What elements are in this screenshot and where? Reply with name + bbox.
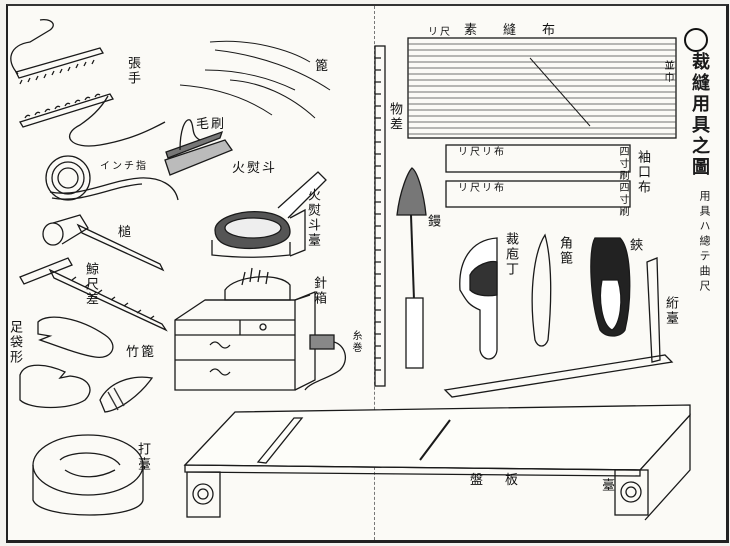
label-itomaki: 糸巻	[350, 330, 361, 354]
tabi-pattern-illustration	[19, 316, 114, 409]
monosashi-illustration	[374, 45, 386, 387]
label-saiban: 盤板	[470, 473, 541, 488]
label-sode-kuchi-nuno: 袖口布	[635, 150, 650, 195]
label-harabako: 針箱	[311, 276, 326, 306]
saiban-illustration	[183, 404, 691, 521]
label-tsunobera: 角篦	[557, 236, 572, 266]
cloth-mark-top: リ尺	[428, 27, 452, 38]
label-tabi-gata: 足袋形	[7, 320, 22, 365]
brush-illustration	[164, 119, 234, 176]
thread-spool-illustration	[304, 334, 347, 391]
cloth-illustration	[407, 37, 677, 139]
label-hasami: 鋏	[627, 238, 642, 253]
tsunobera-illustration	[531, 233, 552, 347]
strip-1-mark-left: リ尺リ布	[458, 147, 506, 158]
label-tape-measure: インチ指	[100, 161, 148, 172]
strip-2-mark-right: 四寸刷	[617, 182, 628, 218]
hinoshi-illustration	[211, 171, 327, 258]
label-hake: 毛刷	[196, 117, 227, 132]
label-take-hera: 竹篦	[126, 345, 157, 360]
label-kote: 槌	[118, 225, 134, 240]
kote-illustration	[396, 167, 427, 369]
label-namihaba: 並巾	[662, 60, 673, 84]
tape-measure-illustration	[45, 155, 179, 201]
title-marker	[684, 28, 708, 52]
label-tachi-bocho: 裁庖丁	[503, 232, 518, 277]
needles-illustration	[179, 40, 331, 119]
cloth-strips-illustration	[445, 144, 631, 208]
uchidai-illustration	[32, 434, 144, 516]
sewing-box-illustration	[174, 267, 316, 391]
strip-2-mark-left: リ尺リ布	[458, 183, 506, 194]
page-title: 裁縫用具之圖	[689, 52, 710, 178]
bamboo-spatula-illustration	[99, 376, 154, 413]
label-uchidai: 打臺	[135, 442, 150, 472]
strip-1-mark-right: 四寸刷	[617, 146, 628, 182]
page-subtitle: 用具ハ總テ曲尺	[698, 190, 711, 295]
kakedai-illustration	[443, 257, 674, 398]
t-ruler-illustration	[19, 257, 168, 332]
label-monosashi: 物差	[387, 102, 402, 132]
label-dai: 臺	[599, 478, 614, 493]
label-sobakununo: 素縫布	[464, 23, 582, 38]
scissors-illustration	[590, 237, 631, 337]
label-hinoshi: 火熨斗	[232, 161, 278, 176]
label-haritsuke: 張手	[125, 56, 140, 86]
mallet-illustration	[42, 214, 165, 272]
haritsuke-illustration	[10, 18, 166, 147]
label-hera: 篦	[315, 59, 331, 74]
label-kakedai: 絎臺	[663, 296, 678, 326]
label-hinoshi-dai: 火熨斗臺	[305, 188, 320, 248]
label-kote-iron: 鏝	[425, 214, 440, 229]
label-kujira-sashi: 鯨尺差	[83, 262, 98, 307]
tachi-bocho-illustration	[459, 237, 498, 360]
